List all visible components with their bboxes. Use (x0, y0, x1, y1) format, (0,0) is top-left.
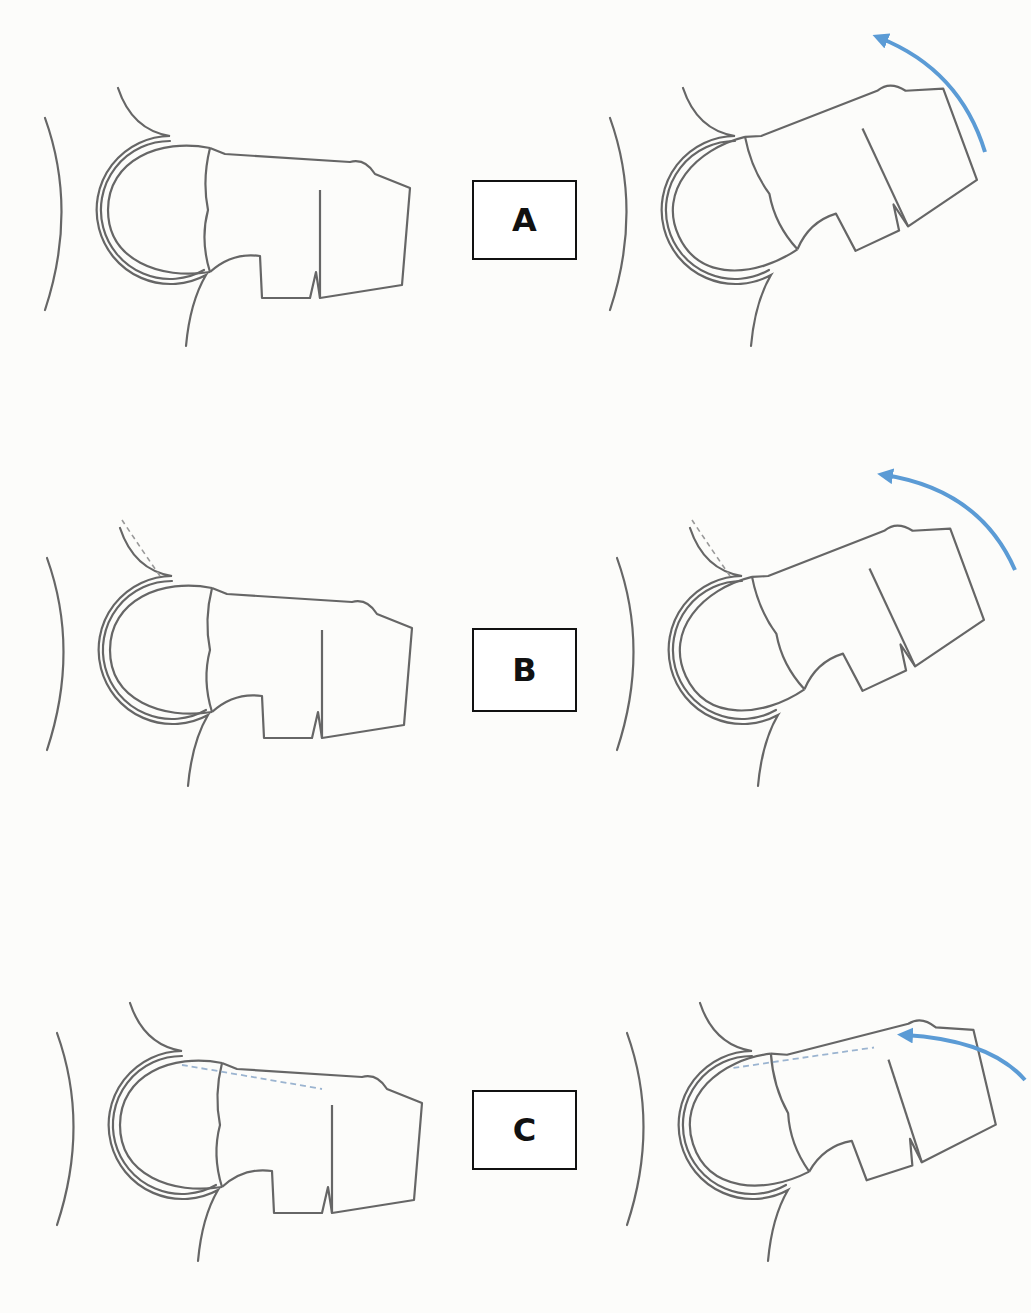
hip-neutral (47, 520, 412, 786)
hip-neutral (45, 88, 410, 346)
hip-flexed (617, 490, 997, 786)
hip-neutral (57, 1003, 422, 1261)
flexion-arrow (905, 1035, 1025, 1080)
panel-label-box: A (472, 180, 577, 260)
flexion-arrow (885, 475, 1015, 570)
panel-label-box: B (472, 628, 577, 712)
hip-flexed (610, 50, 990, 346)
panel-letter: B (512, 651, 536, 689)
panel-label-box: C (472, 1090, 577, 1170)
hip-flexed (627, 990, 1007, 1261)
flexion-arrow (880, 38, 985, 152)
panel-letter: A (512, 201, 537, 239)
panel-letter: C (513, 1111, 536, 1149)
